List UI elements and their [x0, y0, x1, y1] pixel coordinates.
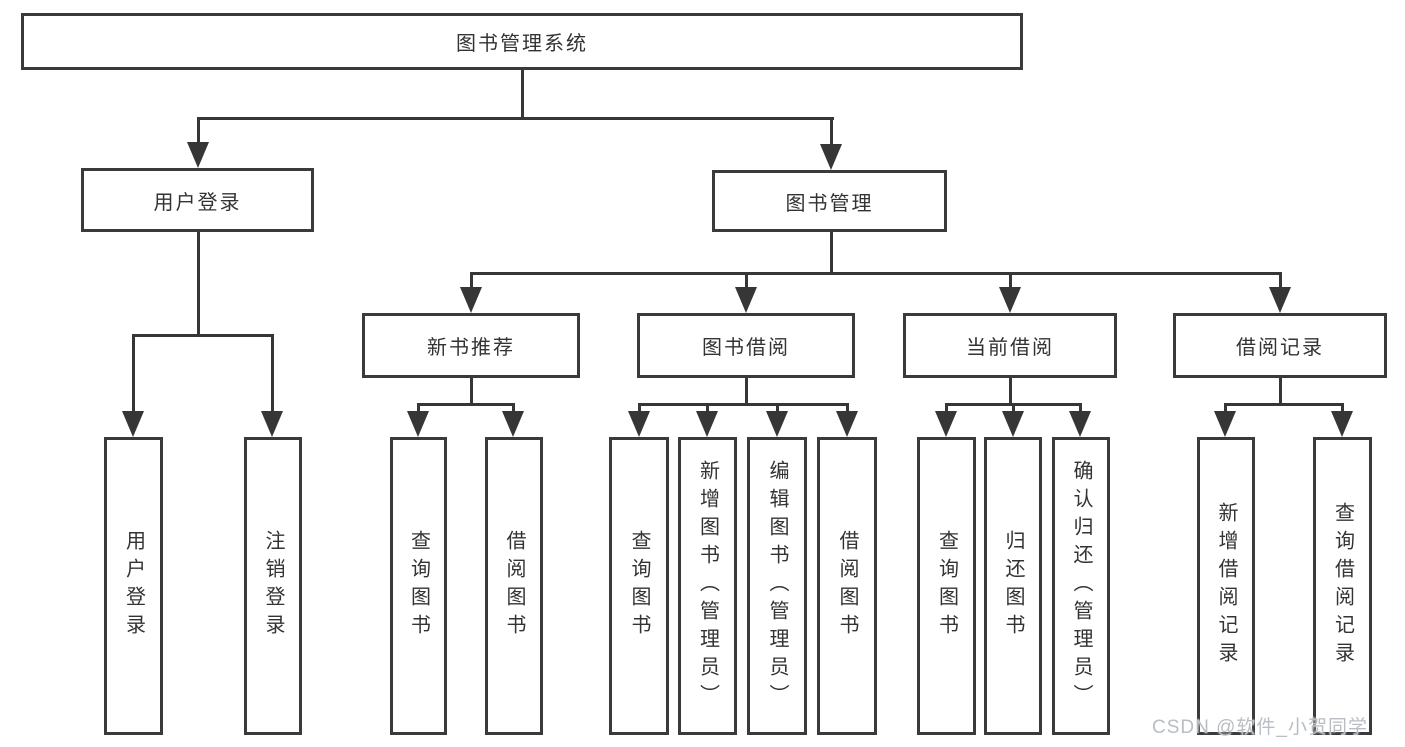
arrowhead	[836, 411, 858, 437]
connector-root-stem	[521, 70, 524, 118]
node-current-borrow: 当前借阅	[903, 313, 1117, 378]
node-book-borrow: 图书借阅	[637, 313, 855, 378]
arrowhead-to-new-book-recommend	[460, 287, 482, 313]
arrowhead	[696, 411, 718, 437]
node-label: 新书推荐	[427, 337, 515, 359]
leaf-user-login: 用户登录	[104, 437, 163, 735]
connector-current-borrow-stem	[1009, 378, 1012, 406]
arrowhead-to-borrow-records	[1269, 287, 1291, 313]
leaf-label: 借阅图书	[503, 530, 525, 642]
connector-shaft-borrow-records	[1279, 272, 1282, 289]
connector-shaft	[512, 403, 515, 415]
node-user-login: 用户登录	[81, 168, 314, 232]
connector-shaft-book-borrow	[745, 272, 748, 289]
connector-shaft	[1224, 403, 1227, 415]
connector-new-book-stem	[470, 378, 473, 406]
leaf-label: 查询图书	[628, 530, 650, 642]
leaf-borrow-books-recommend: 借阅图书	[485, 437, 543, 735]
leaf-return-books: 归还图书	[984, 437, 1042, 735]
node-library-management-system: 图书管理系统	[21, 13, 1023, 70]
connector-shaft	[1012, 403, 1015, 415]
connector-shaft	[776, 403, 779, 415]
arrowhead	[502, 411, 524, 437]
arrowhead	[766, 411, 788, 437]
node-label: 图书管理系统	[456, 33, 588, 55]
connector-shaft	[846, 403, 849, 415]
connector-book-mgmt-stem	[830, 232, 833, 275]
node-borrow-records: 借阅记录	[1173, 313, 1387, 378]
node-new-book-recommend: 新书推荐	[362, 313, 580, 378]
node-book-management: 图书管理	[712, 170, 947, 232]
leaf-add-borrow-record: 新增借阅记录	[1197, 437, 1255, 735]
connector-user-login-left-shaft	[132, 334, 135, 413]
leaf-label: 归还图书	[1002, 530, 1024, 642]
arrowhead	[1214, 411, 1236, 437]
connector-book-mgmt-hbar	[470, 272, 1281, 275]
arrowhead-to-user-login	[187, 142, 209, 168]
leaf-query-books-borrow: 查询图书	[609, 437, 669, 735]
leaf-edit-books-admin: 编辑图书（管理员）	[747, 437, 807, 735]
leaf-label: 编辑图书（管理员）	[766, 460, 788, 712]
csdn-watermark: CSDN @软件_小贺同学	[1152, 717, 1368, 738]
connector-shaft	[945, 403, 948, 415]
connector-shaft-new-book	[470, 272, 473, 289]
arrowhead	[1069, 411, 1091, 437]
leaf-logout-login: 注销登录	[244, 437, 302, 735]
node-label: 图书借阅	[702, 337, 790, 359]
leaf-label: 查询图书	[407, 530, 430, 642]
connector-shaft	[417, 403, 420, 415]
node-label: 图书管理	[785, 192, 874, 215]
arrowhead-to-book-borrow	[735, 287, 757, 313]
connector-borrow-records-hbar	[1224, 403, 1342, 406]
leaf-label: 用户登录	[122, 530, 145, 642]
connector-shaft	[1341, 403, 1344, 415]
connector-user-login-stem	[197, 232, 200, 337]
arrowhead-to-book-management	[820, 144, 842, 170]
node-label: 借阅记录	[1236, 337, 1324, 359]
connector-user-login-hbar	[132, 334, 274, 337]
leaf-label: 新增图书（管理员）	[696, 460, 719, 712]
connector-borrow-records-stem	[1279, 378, 1282, 406]
connector-book-borrow-stem	[745, 378, 748, 406]
leaf-label: 确认归还（管理员）	[1070, 460, 1092, 712]
arrowhead-to-leaf-user-login	[122, 411, 144, 437]
leaf-query-books-current: 查询图书	[917, 437, 976, 735]
connector-shaft	[638, 403, 641, 415]
arrowhead	[628, 411, 650, 437]
connector-new-book-hbar	[417, 403, 515, 406]
arrowhead	[935, 411, 957, 437]
connector-root-hbar	[197, 117, 834, 120]
leaf-label: 注销登录	[262, 530, 284, 642]
leaf-confirm-return-admin: 确认归还（管理员）	[1052, 437, 1110, 735]
leaf-label: 借阅图书	[836, 530, 858, 642]
arrowhead-to-leaf-logout	[261, 411, 283, 437]
leaf-label: 查询图书	[935, 530, 958, 642]
arrowhead	[407, 411, 429, 437]
connector-shaft	[706, 403, 709, 415]
leaf-label: 新增借阅记录	[1215, 502, 1237, 670]
node-label: 当前借阅	[966, 337, 1054, 359]
arrowhead	[1331, 411, 1353, 437]
leaf-query-borrow-record: 查询借阅记录	[1313, 437, 1372, 735]
connector-shaft-current-borrow	[1009, 272, 1012, 289]
connector-user-login-right-shaft	[271, 334, 274, 413]
leaf-label: 查询借阅记录	[1331, 502, 1354, 670]
connector-shaft	[1079, 403, 1082, 415]
leaf-add-books-admin: 新增图书（管理员）	[678, 437, 737, 735]
connector-book-borrow-hbar	[638, 403, 848, 406]
arrowhead	[1002, 411, 1024, 437]
connector-root-right-shaft	[830, 117, 833, 148]
leaf-query-books-recommend: 查询图书	[390, 437, 447, 735]
arrowhead-to-current-borrow	[999, 287, 1021, 313]
node-label: 用户登录	[153, 191, 242, 214]
connector-root-left-shaft	[197, 117, 200, 146]
leaf-borrow-books: 借阅图书	[817, 437, 877, 735]
